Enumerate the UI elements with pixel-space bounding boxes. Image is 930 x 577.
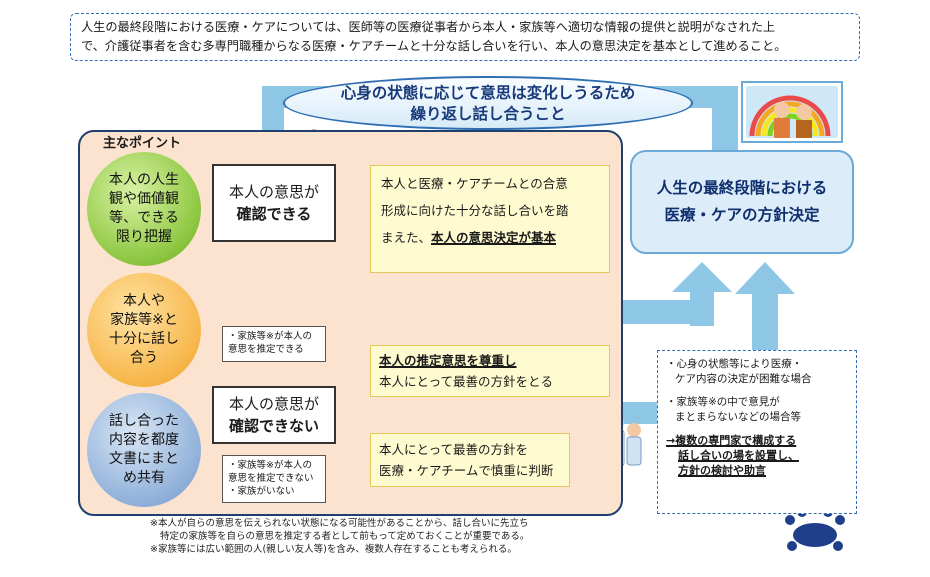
right-note-r2: 話し合いの場を設置し、 <box>666 448 848 463</box>
circle-2-line-2: 家族等※と <box>110 312 178 328</box>
loop-line-2: 繰り返し話し合うこと <box>410 105 566 123</box>
footnote-line-1: ※本人が自らの意思を伝えられない状態になる可能性があることから、話し合いに先立ち <box>150 518 529 529</box>
not-presumable-line-2: 意思を推定できない <box>228 473 314 484</box>
circle-3-line-3: 文書にまと <box>109 451 179 467</box>
goal-line-1: 人生の最終段階における <box>656 179 828 197</box>
presumable-line-1: ・家族等※が本人の <box>228 331 312 342</box>
circle-2-line-4: 合う <box>130 350 158 366</box>
right-note-r3: 方針の検討や助言 <box>666 463 848 478</box>
not-presumable-line-3: ・家族がいない <box>228 486 295 497</box>
circle-3-line-1: 話し合った <box>109 413 179 429</box>
consensus-line-1: 本人と医療・ケアチームとの合意 <box>381 176 568 191</box>
right-note-r2-text: 話し合いの場を設置し、 <box>678 449 799 462</box>
circle-2-line-3: 十分に話し <box>109 331 179 347</box>
respect-box: 本人の推定意思を尊重し 本人にとって最善の方針をとる <box>370 345 610 397</box>
can-confirm-line-2: 確認できる <box>236 205 312 223</box>
policy-decision-box: 人生の最終段階における 医療・ケアの方針決定 <box>630 150 854 254</box>
consensus-line-3-prefix: まえた、 <box>381 230 432 245</box>
arrow-to-goal-left <box>622 262 732 424</box>
not-presumable-box: ・家族等※が本人の 意思を推定できない ・家族がいない <box>222 455 326 503</box>
right-note-b2-l2: まとまらないなどの場合等 <box>675 411 801 423</box>
footnote-line-2: 特定の家族等を自らの意思を推定する者として前もって定めておくことが重要である。 <box>160 531 530 542</box>
right-note-b1-l1: ・心身の状態等により医療・ <box>666 358 803 370</box>
cannot-confirm-line-1: 本人の意思が <box>228 395 319 413</box>
top-note-line-1: 人生の最終段階における医療・ケアについては、医師等の医療従事者から本人・家族等へ… <box>81 20 776 34</box>
can-confirm-line-1: 本人の意思が <box>228 183 319 201</box>
team-line-2: 医療・ケアチームで慎重に判断 <box>379 463 554 478</box>
footnotes: ※本人が自らの意思を伝えられない状態になる可能性があることから、話し合いに先立ち… <box>150 517 650 556</box>
cannot-confirm-box: 本人の意思が 確認できない <box>212 386 336 444</box>
not-presumable-line-1: ・家族等※が本人の <box>228 460 312 471</box>
right-note-b1-l2: ケア内容の決定が困難な場合 <box>675 373 812 385</box>
goal-line-2: 医療・ケアの方針決定 <box>664 206 820 224</box>
team-line-1: 本人にとって最善の方針を <box>379 442 529 457</box>
circle-2-line-1: 本人や <box>123 293 165 309</box>
right-note-b2-l1: ・家族等※の中で意見が <box>666 396 780 408</box>
presumable-line-2: 意思を推定できる <box>228 344 304 355</box>
right-note-r3-text: 方針の検討や助言 <box>678 464 766 477</box>
top-note-box: 人生の最終段階における医療・ケアについては、医師等の医療従事者から本人・家族等へ… <box>70 13 860 61</box>
top-note-line-2: で、介護従事者を含む多専門職種からなる医療・ケアチームと十分な話し合いを行い、本… <box>81 39 787 53</box>
arrow-to-goal-right <box>735 262 795 354</box>
circle-1-line-3: 等、できる <box>109 210 179 226</box>
can-confirm-box: 本人の意思が 確認できる <box>212 164 336 242</box>
consensus-box: 本人と医療・ケアチームとの合意 形成に向けた十分な話し合いを踏 まえた、本人の意… <box>370 165 610 273</box>
consensus-line-3: まえた、本人の意思決定が基本 <box>381 224 599 251</box>
loop-line-1: 心身の状態に応じて意思は変化しうるため <box>340 84 636 102</box>
circle-1-line-2: 観や価値観 <box>109 191 179 207</box>
consensus-emphasis: 本人の意思決定が基本 <box>431 230 557 245</box>
cannot-confirm-line-2: 確認できない <box>228 417 319 435</box>
point-circle-discussion: 本人や 家族等※と 十分に話し 合う <box>87 273 201 387</box>
right-note-r1: →複数の専門家で構成する <box>666 433 848 448</box>
difficult-cases-note: ・心身の状態等により医療・ ケア内容の決定が困難な場合 ・家族等※の中で意見が … <box>657 350 857 514</box>
footnote-line-3: ※家族等には広い範囲の人(親しい友人等)を含み、複数人存在することも考えられる。 <box>150 544 517 555</box>
respect-emphasis: 本人の推定意思を尊重し <box>379 353 517 368</box>
respect-line-1: 本人の推定意思を尊重し <box>379 350 601 371</box>
point-circle-documentation: 話し合った 内容を都度 文書にまと め共有 <box>87 393 201 507</box>
window-illustration <box>741 81 843 143</box>
team-decision-box: 本人にとって最善の方針を 医療・ケアチームで慎重に判断 <box>370 433 570 487</box>
circle-3-line-2: 内容を都度 <box>109 432 179 448</box>
consensus-line-2: 形成に向けた十分な話し合いを踏 <box>381 203 569 218</box>
circle-1-line-4: 限り把握 <box>116 229 172 245</box>
circle-1-line-1: 本人の人生 <box>109 172 179 188</box>
respect-line-2: 本人にとって最善の方針をとる <box>379 374 554 389</box>
right-note-r1-text: →複数の専門家で構成する <box>666 434 797 447</box>
circle-3-line-4: め共有 <box>123 470 165 486</box>
presumable-box: ・家族等※が本人の 意思を推定できる <box>222 326 326 362</box>
main-points-title: 主なポイント <box>100 132 185 151</box>
point-circle-values: 本人の人生 観や価値観 等、できる 限り把握 <box>87 152 201 266</box>
loop-ellipse: 心身の状態に応じて意思は変化しうるため 繰り返し話し合うこと <box>283 76 693 130</box>
